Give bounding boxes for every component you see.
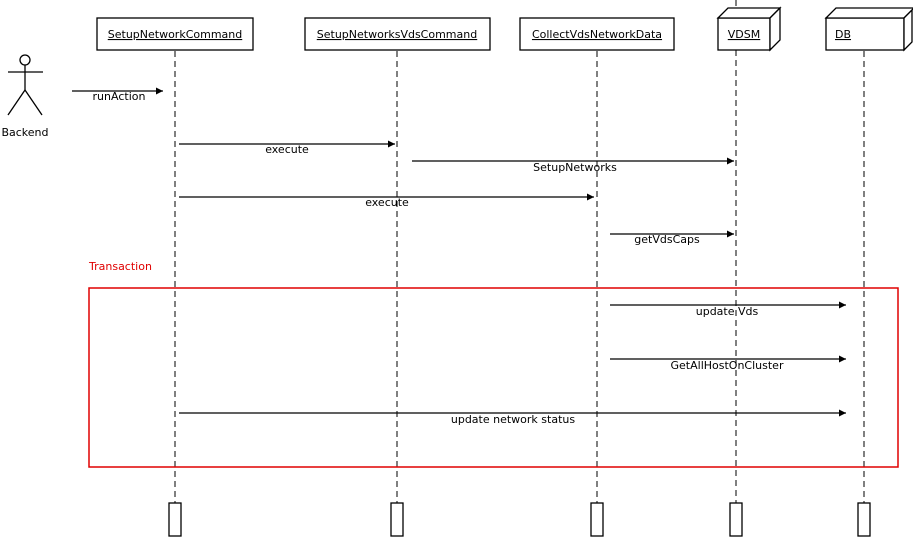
message-update-vds: update Vds: [610, 301, 846, 318]
participant-collectvdsnetworkdata: CollectVdsNetworkData: [519, 17, 675, 51]
message-label: getVdsCaps: [634, 233, 700, 246]
message-label: execute: [265, 143, 309, 156]
message-label: GetAllHostOnCluster: [671, 359, 784, 372]
actor-backend: Backend: [1, 54, 49, 139]
participant-label: DB: [835, 28, 851, 41]
participant-vdsm-node: VDSM: [716, 6, 782, 52]
message-getvdscaps: getVdsCaps: [610, 230, 734, 246]
activation-box: [168, 502, 182, 537]
lifelines: [174, 0, 865, 503]
message-label: execute: [365, 196, 409, 209]
message-execute-1: execute: [179, 140, 395, 156]
message-label: update Vds: [696, 305, 759, 318]
activation-box: [590, 502, 604, 537]
participant-db-node: DB: [824, 7, 913, 52]
participant-label: CollectVdsNetworkData: [532, 28, 662, 41]
transaction-fragment: Transaction: [88, 260, 899, 468]
message-label: SetupNetworks: [533, 161, 617, 174]
lifeline-end-boxes: [168, 502, 871, 537]
message-runaction: runAction: [72, 87, 163, 103]
activation-box: [390, 502, 404, 537]
participant-setupnetworkcommand: SetupNetworkCommand: [96, 17, 254, 51]
message-label: update network status: [451, 413, 575, 426]
message-setupnetworks: SetupNetworks: [412, 157, 734, 174]
message-getallhostoncluster: GetAllHostOnCluster: [610, 355, 846, 372]
message-update-network-status: update network status: [179, 409, 846, 426]
fragment-label: Transaction: [88, 260, 152, 273]
activation-box: [729, 502, 743, 537]
participant-label: SetupNetworksVdsCommand: [317, 28, 477, 41]
participant-setupnetworksvdscommand: SetupNetworksVdsCommand: [304, 17, 491, 51]
message-execute-2: execute: [179, 193, 594, 209]
activation-box: [857, 502, 871, 537]
actor-label: Backend: [1, 126, 48, 139]
message-label: runAction: [93, 90, 146, 103]
participant-label: VDSM: [728, 28, 760, 41]
participant-label: SetupNetworkCommand: [108, 28, 242, 41]
